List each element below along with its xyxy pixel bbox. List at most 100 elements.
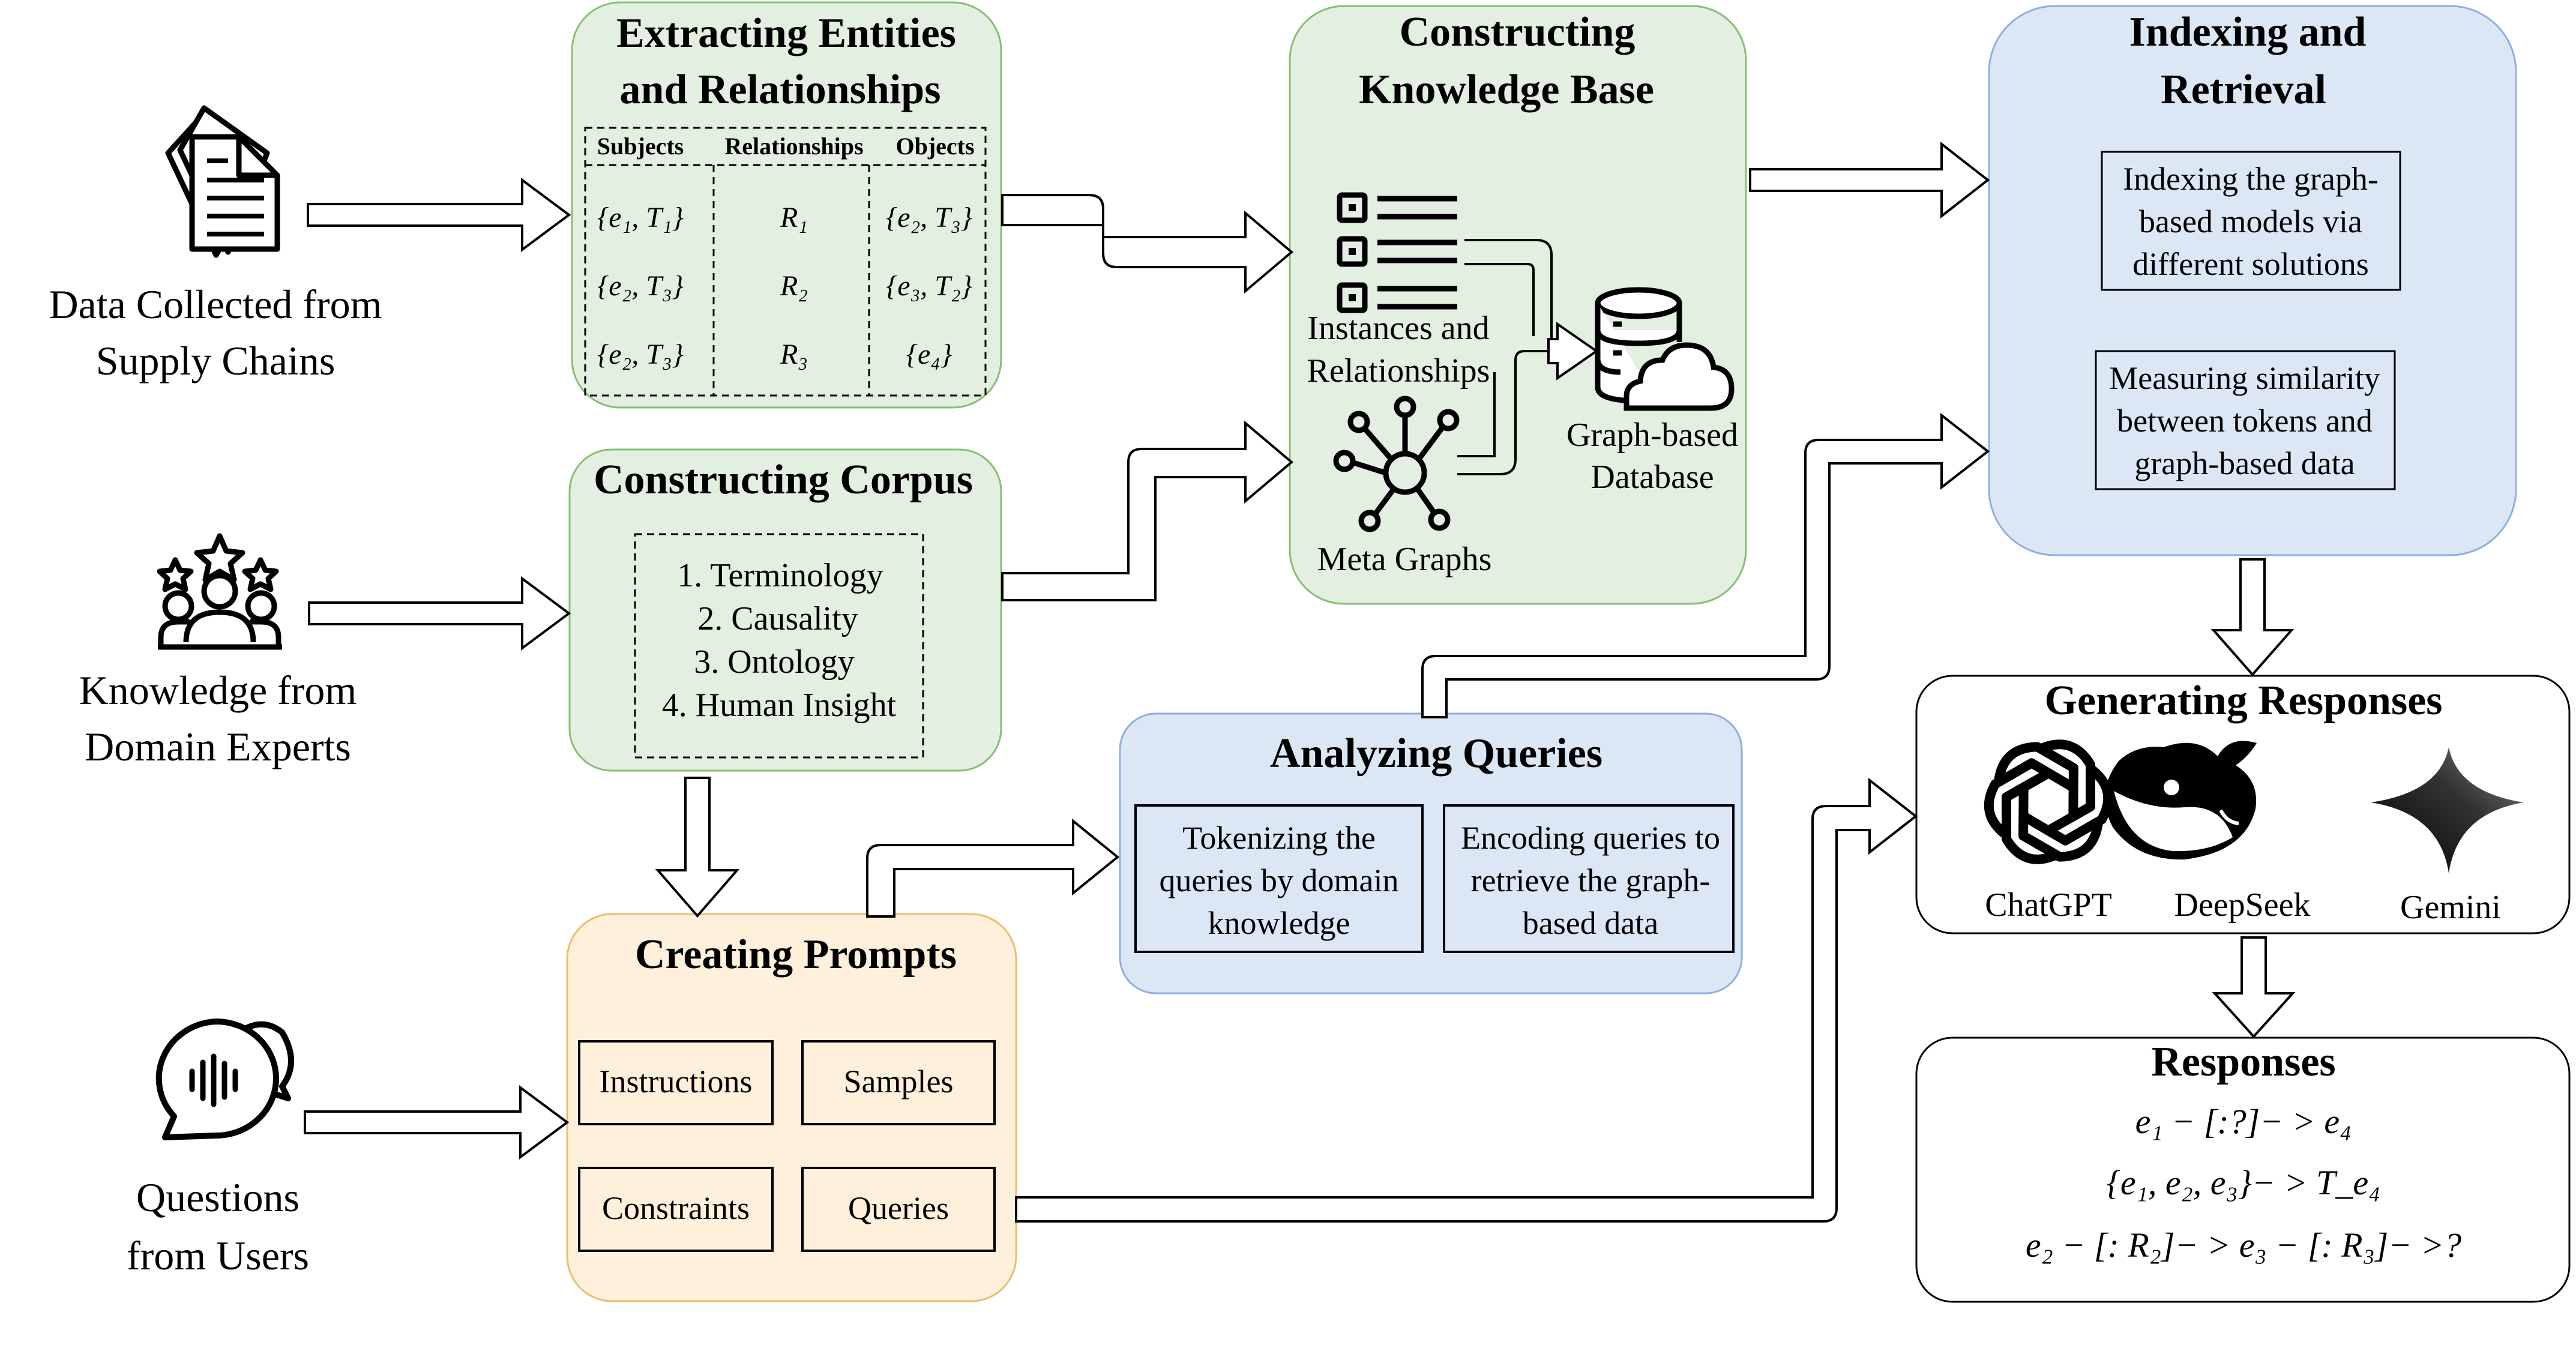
analyzing-title: Analyzing Queries xyxy=(1270,730,1602,777)
indexing-panel xyxy=(1988,5,2517,556)
arrow-indexing-to-generating xyxy=(2210,558,2295,677)
prompts-panel xyxy=(566,913,1017,1302)
table-cell: {e₄} xyxy=(906,338,952,370)
arrow-prompts-to-analyzing xyxy=(866,818,1120,918)
analyzing-box-2 xyxy=(1443,804,1735,953)
analyzing-box-1 xyxy=(1134,804,1424,953)
table-header-subjects: Subjects xyxy=(597,133,684,160)
table-cell: {e₂, T₃} xyxy=(597,270,684,302)
instances-label-1: Instances and xyxy=(1307,310,1489,347)
database-label-2: Database xyxy=(1590,459,1714,496)
indexing-box-2 xyxy=(2095,350,2396,490)
corpus-item: 3. Ontology xyxy=(694,643,855,681)
documents-icon xyxy=(165,105,280,258)
gemini-label: Gemini xyxy=(2400,889,2501,926)
analyzing-box-2-line: based data xyxy=(1523,905,1658,941)
extracting-title-2: and Relationships xyxy=(620,67,941,113)
arrow-generating-to-responses xyxy=(2212,936,2296,1038)
table-cell: {e₂, T₃} xyxy=(597,338,684,370)
table-cell: {e₁, T₁} xyxy=(597,202,684,233)
analyzing-box-1-line: Tokenizing the xyxy=(1182,820,1376,856)
responses-title: Responses xyxy=(2151,1039,2335,1085)
corpus-title: Constructing Corpus xyxy=(594,457,973,503)
triples-table xyxy=(584,127,987,397)
supply-chain-label-2: Supply Chains xyxy=(96,338,336,384)
experts-icon xyxy=(157,533,282,650)
corpus-item: 1. Terminology xyxy=(677,557,883,594)
table-cell: R₂ xyxy=(780,270,808,302)
users-label-1: Questions xyxy=(136,1175,299,1220)
users-label-2: from Users xyxy=(127,1233,309,1278)
response-line: {e₁, e₂, e₃}− > T_e₄ xyxy=(2107,1163,2381,1202)
arrow-data-to-extracting xyxy=(307,178,571,252)
indexing-box-1-line: different solutions xyxy=(2132,246,2368,282)
analyzing-box-2-line: retrieve the graph- xyxy=(1471,862,1711,898)
chat-bubbles-icon xyxy=(155,1019,294,1140)
responses-panel xyxy=(1915,1037,2571,1303)
kb-pipe-bottom xyxy=(1457,350,1548,475)
corpus-item: 2. Causality xyxy=(697,600,858,637)
generating-title: Generating Responses xyxy=(2044,678,2442,724)
prompt-constraints-box xyxy=(578,1167,774,1252)
indexing-title-2: Retrieval xyxy=(2161,67,2326,113)
indexing-box-1-line: based models via xyxy=(2139,203,2362,239)
arrow-extracting-to-kb xyxy=(1001,194,1294,294)
indexing-title-1: Indexing and xyxy=(2129,9,2367,55)
analyzing-box-2-line: Encoding queries to xyxy=(1461,820,1720,856)
arrow-analyzing-to-indexing xyxy=(1421,412,1990,718)
prompt-item: Samples xyxy=(844,1064,954,1100)
meta-graph-icon xyxy=(1333,396,1460,532)
deepseek-label: DeepSeek xyxy=(2174,886,2310,924)
kb-title-2: Knowledge Base xyxy=(1359,67,1654,113)
analyzing-box-1-line: knowledge xyxy=(1208,905,1350,941)
database-label-1: Graph-based xyxy=(1566,417,1738,454)
table-cell: {e₃, T₂} xyxy=(886,270,972,302)
corpus-list-box xyxy=(634,533,924,759)
experts-label-1: Knowledge from xyxy=(79,667,357,713)
prompt-item: Queries xyxy=(848,1190,949,1226)
table-cell: R₁ xyxy=(780,202,808,233)
table-cell: R₃ xyxy=(780,338,808,370)
table-header-relationships: Relationships xyxy=(724,133,863,160)
instances-label-2: Relationships xyxy=(1307,352,1490,390)
arrow-experts-to-corpus xyxy=(308,576,571,651)
kb-pipe-top-inner xyxy=(1464,263,1535,336)
arrow-users-to-prompts xyxy=(304,1085,570,1160)
deepseek-icon xyxy=(2105,741,2257,860)
prompts-title: Creating Prompts xyxy=(635,931,957,978)
arrow-corpus-to-prompts xyxy=(655,777,740,918)
database-icon xyxy=(1595,287,1735,411)
kb-pipe-bottom-inner xyxy=(1457,372,1496,457)
arrow-kb-to-indexing xyxy=(1749,141,1990,219)
arrow-corpus-to-meta xyxy=(1001,420,1294,601)
indexing-box-1 xyxy=(2101,151,2401,291)
corpus-item: 4. Human Insight xyxy=(662,687,897,724)
indexing-box-2-line: Measuring similarity xyxy=(2109,360,2380,396)
prompt-queries-box xyxy=(801,1167,996,1252)
analyzing-box-1-line: queries by domain xyxy=(1160,862,1399,898)
chatgpt-label: ChatGPT xyxy=(1985,886,2112,924)
arrow-queries-to-generating xyxy=(1015,777,1918,1223)
indexing-box-1-line: Indexing the graph- xyxy=(2123,161,2379,197)
table-cell: {e₂, T₃} xyxy=(886,202,972,233)
gemini-icon xyxy=(2371,747,2524,873)
meta-graphs-label: Meta Graphs xyxy=(1317,541,1492,578)
kb-pipe-arrowhead xyxy=(1547,322,1599,381)
experts-label-2: Domain Experts xyxy=(85,724,351,769)
prompt-item: Instructions xyxy=(600,1064,753,1100)
supply-chain-label-1: Data Collected from xyxy=(49,281,382,327)
prompt-instructions-box xyxy=(578,1040,774,1125)
response-line: e₂ − [: R₂]− > e₃ − [: R₃]− >? xyxy=(2026,1226,2461,1265)
prompt-item: Constraints xyxy=(602,1190,750,1226)
extracting-title-1: Extracting Entities xyxy=(616,10,956,56)
indexing-box-2-line: graph-based data xyxy=(2134,445,2355,481)
table-header-objects: Objects xyxy=(895,133,974,160)
response-line: e₁ − [:?]− > e₄ xyxy=(2135,1102,2352,1141)
corpus-panel xyxy=(568,448,1002,772)
prompt-samples-box xyxy=(801,1040,996,1125)
instances-list-icon xyxy=(1337,192,1457,313)
indexing-box-2-line: between tokens and xyxy=(2117,403,2373,439)
kb-title-1: Constructing xyxy=(1400,9,1636,55)
